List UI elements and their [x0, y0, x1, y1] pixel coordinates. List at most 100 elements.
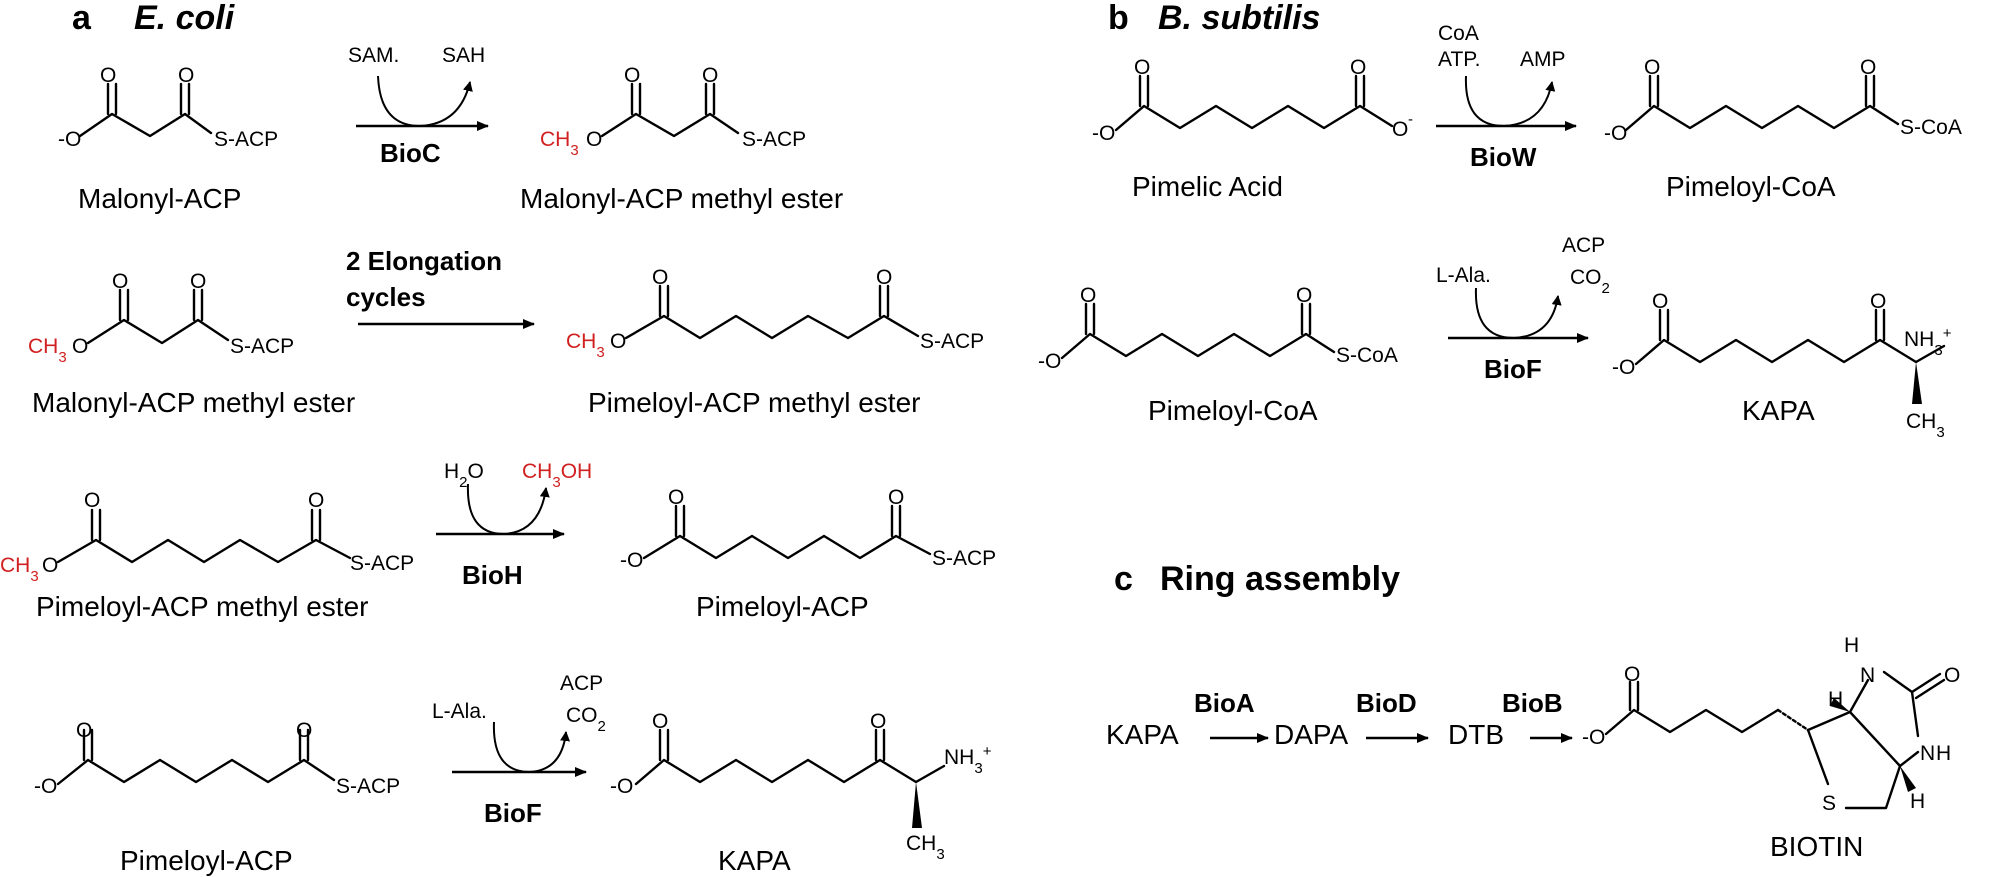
atom-S-CoA: S-CoA [1900, 116, 1962, 139]
pimeloyl-acp-structure: -O O O S-ACP [620, 486, 996, 572]
atom-O: O [652, 710, 668, 733]
atom-O: O [100, 64, 116, 87]
atom-charge: - [1408, 111, 1413, 128]
cofactor-acp: ACP [560, 672, 603, 695]
atom-O: O [1080, 284, 1096, 307]
atom-O: O [624, 64, 640, 87]
atom-CH3: CH3 [0, 554, 39, 585]
panel-c-letter: c [1114, 560, 1133, 598]
compound-label: Pimeloyl-CoA [1148, 395, 1318, 426]
atom-O: O [1944, 664, 1960, 687]
compound-label: Malonyl-ACP methyl ester [32, 387, 355, 418]
atom-O-minus: -O [1582, 726, 1605, 749]
reaction-arrow-biof-b: L-Ala. ACP CO2 BioF [1436, 234, 1610, 384]
pimeloyl-coa-structure: -O O O S-CoA [1604, 56, 1962, 145]
atom-O: O [84, 489, 100, 512]
malonyl-acp-structure: O O -O S-ACP [58, 64, 278, 151]
elongation-label: cycles [346, 282, 426, 312]
atom-O: O [1392, 118, 1408, 141]
atom-O-minus: -O [1604, 122, 1627, 145]
atom-O-minus: -O [1612, 356, 1635, 379]
compound-label: DAPA [1274, 719, 1348, 750]
pimeloyl-acp-structure-2: -O O O S-ACP [34, 719, 400, 798]
atom-O: O [668, 486, 684, 509]
compound-label: KAPA [1106, 719, 1179, 750]
atom-O-minus: -O [34, 775, 57, 798]
compound-label: Malonyl-ACP [78, 183, 241, 214]
compound-label: Malonyl-ACP methyl ester [520, 183, 843, 214]
atom-O: O [178, 64, 194, 87]
atom-S-ACP: S-ACP [932, 547, 996, 570]
atom-O: O [76, 719, 92, 742]
pimelic-acid-structure: -O O O O - [1092, 56, 1413, 145]
atom-O: O [1652, 290, 1668, 313]
panel-b-letter: b [1108, 0, 1129, 37]
cofactor-sam: SAM. [348, 44, 399, 67]
kapa-structure-b: -O O O NH3+ CH3 [1612, 290, 1952, 441]
atom-S-ACP: S-ACP [230, 335, 294, 358]
panel-c-title: Ring assembly [1160, 560, 1400, 598]
reaction-arrow-biow: CoA ATP. AMP BioW [1436, 22, 1577, 172]
atom-O: O [308, 489, 324, 512]
enzyme-biof: BioF [484, 798, 542, 828]
atom-S: S [1822, 792, 1836, 815]
atom-O: O [1134, 56, 1150, 79]
biotin-structure: -O O S N H O N H H H [1582, 634, 1960, 815]
reaction-arrow-elongation: 2 Elongation cycles [346, 246, 535, 329]
compound-label: Pimeloyl-CoA [1666, 171, 1836, 202]
cofactor-h2o: H2O [444, 460, 484, 491]
compound-label: Pimeloyl-ACP [696, 591, 869, 622]
pimeloyl-coa-structure-2: -O O O S-CoA [1038, 284, 1398, 373]
panel-b-organism: B. subtilis [1158, 0, 1320, 37]
malonyl-acp-methyl-ester-structure-2: CH3 O O O S-ACP [28, 270, 294, 366]
compound-label: BIOTIN [1770, 831, 1863, 862]
atom-O: O [1860, 56, 1876, 79]
compound-label: DTB [1448, 719, 1504, 750]
atom-CH3: CH3 [566, 330, 605, 361]
reaction-arrow-bioh: H2O CH3OH BioH [436, 460, 592, 590]
reaction-arrow-biof-a: L-Ala. ACP CO2 BioF [432, 672, 606, 828]
atom-S-ACP: S-ACP [742, 128, 806, 151]
atom-O: O [1870, 290, 1886, 313]
compound-label: KAPA [718, 845, 791, 876]
enzyme-biob: BioB [1502, 688, 1563, 718]
atom-S-ACP: S-ACP [214, 128, 278, 151]
compound-label: Pimeloyl-ACP methyl ester [588, 387, 920, 418]
malonyl-acp-methyl-ester-structure: CH3 O O O S-ACP [540, 64, 806, 159]
ring-assembly-pathway: KAPA BioA DAPA BioD DTB BioB [1106, 688, 1573, 750]
compound-label: Pimeloyl-ACP methyl ester [36, 591, 368, 622]
atom-O: O [72, 335, 88, 358]
atom-O: O [652, 266, 668, 289]
cofactor-l-ala: L-Ala. [1436, 264, 1491, 287]
atom-O: O [876, 266, 892, 289]
atom-O: O [702, 64, 718, 87]
enzyme-bioa: BioA [1194, 688, 1255, 718]
cofactor-co2: CO2 [566, 704, 606, 735]
atom-S-CoA: S-CoA [1336, 344, 1398, 367]
atom-O: O [586, 128, 602, 151]
atom-O: O [190, 270, 206, 293]
cofactor-acp: ACP [1562, 234, 1605, 257]
cofactor-coa: CoA [1438, 22, 1479, 45]
kapa-structure: -O O O NH3+ CH3 [610, 710, 992, 863]
cofactor-amp: AMP [1520, 48, 1566, 71]
enzyme-bioh: BioH [462, 560, 523, 590]
atom-H: H [1844, 634, 1859, 657]
atom-S-ACP: S-ACP [920, 330, 984, 353]
atom-NH3-plus: NH3+ [1904, 325, 1952, 359]
atom-O: O [1644, 56, 1660, 79]
atom-O: O [1296, 284, 1312, 307]
cofactor-co2: CO2 [1570, 266, 1610, 297]
atom-O: O [296, 719, 312, 742]
atom-S-ACP: S-ACP [336, 775, 400, 798]
enzyme-biod: BioD [1356, 688, 1417, 718]
atom-CH3: CH3 [1906, 410, 1945, 441]
panel-a-organism: E. coli [134, 0, 236, 37]
atom-NH3-plus: NH3+ [944, 743, 992, 777]
atom-N: N [1860, 664, 1875, 687]
atom-CH3: CH3 [540, 128, 579, 159]
atom-H: H [1936, 742, 1951, 765]
reaction-arrow-bioc: SAM. SAH BioC [348, 44, 489, 168]
atom-O-minus: -O [1092, 122, 1115, 145]
